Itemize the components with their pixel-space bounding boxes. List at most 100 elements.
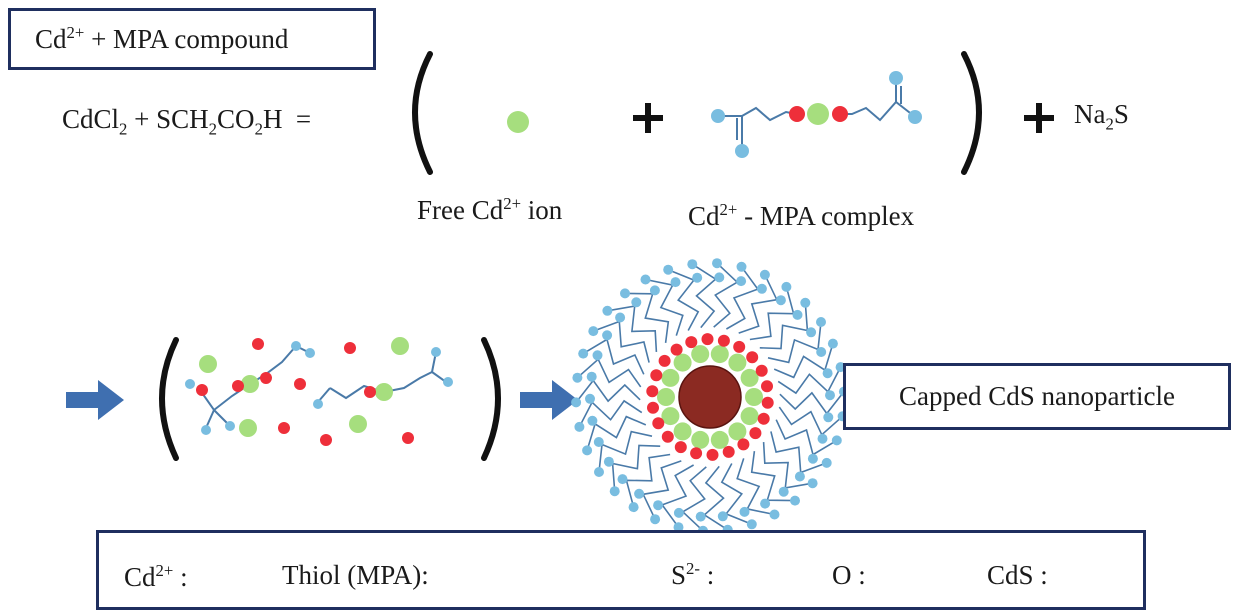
ligand-o: [673, 522, 684, 533]
mix-s-7: [364, 386, 376, 398]
plus-sign-2: [1024, 103, 1054, 133]
ligand-chain: [750, 450, 796, 502]
ligand-o: [592, 350, 603, 361]
ligand-o: [823, 412, 834, 423]
mix-cd-6: [349, 415, 367, 433]
title-box: Cd2+ + MPA compound: [8, 8, 376, 70]
ligand-o: [653, 500, 664, 511]
ligand-o: [807, 453, 818, 464]
ligand-chain: [749, 286, 795, 341]
ligand-o: [794, 471, 805, 482]
ligand-o: [714, 272, 725, 283]
ligand-o: [640, 274, 651, 285]
shell-cd: [691, 345, 710, 364]
ligand-o: [602, 305, 613, 316]
mix-cd-4: [375, 383, 393, 401]
mix-o-3: [185, 379, 195, 389]
shell-s: [737, 438, 750, 451]
cd-mpa-complex: [720, 78, 915, 150]
complex-o-4: [908, 110, 922, 124]
complex-o-3: [889, 71, 903, 85]
ligand-chain: [720, 463, 753, 526]
shell-s: [755, 364, 768, 377]
ligand-o: [582, 445, 593, 456]
bracket-right-top: [961, 51, 982, 175]
ligand-o: [769, 509, 780, 520]
ligand-o: [736, 261, 747, 272]
ligand-o: [687, 259, 698, 270]
ligand-o: [663, 264, 674, 275]
ligand-chain: [767, 321, 822, 364]
shell-s: [661, 430, 674, 443]
complex-o-2: [735, 144, 749, 158]
ligand-chain: [726, 266, 760, 330]
legend-cds-label: CdS :: [987, 560, 1048, 590]
ligand-o: [615, 312, 626, 323]
ligand-o: [588, 326, 599, 337]
ligand-o: [792, 309, 803, 320]
ligand-o: [778, 486, 789, 497]
ligand-chain: [775, 419, 838, 456]
shell-s: [722, 445, 735, 458]
ligand-chain: [578, 399, 643, 428]
shell-cd: [740, 368, 759, 387]
shell-s: [757, 412, 770, 425]
product-box: Capped CdS nanoparticle: [843, 363, 1231, 430]
shell-s: [650, 369, 663, 382]
ligand-chain: [738, 274, 778, 334]
mix-cd-1: [199, 355, 217, 373]
ligand-chain: [759, 302, 809, 350]
bracket-left-bottom: [159, 337, 179, 461]
shell-s: [761, 396, 774, 409]
ligand-chain: [713, 262, 739, 328]
mix-o-1: [291, 341, 301, 351]
mix-o-4: [201, 425, 211, 435]
ligand-o: [807, 478, 818, 489]
shell-s: [706, 448, 719, 461]
mix-s-2: [344, 342, 356, 354]
mix-s-4: [232, 380, 244, 392]
ligand-o: [790, 495, 800, 506]
ligand-o: [594, 467, 604, 477]
ligand-o: [578, 348, 589, 359]
complex-cd: [807, 103, 829, 125]
shell-cd: [740, 407, 759, 426]
ligand-o: [593, 437, 604, 447]
shell-cd: [657, 388, 675, 406]
ligand-chain: [593, 320, 650, 363]
mix-cd-5: [239, 419, 257, 437]
complex-s-2: [832, 106, 848, 122]
mix-o-7: [431, 347, 441, 357]
shell-s: [647, 401, 659, 414]
shell-cd: [728, 422, 747, 441]
mix-s-9: [320, 434, 332, 446]
free-cd-ion: [507, 111, 529, 133]
mix-s-6: [294, 378, 306, 390]
ligand-o: [746, 519, 757, 530]
shell-cd: [691, 430, 710, 449]
caption-complex: Cd2+ - MPA complex: [688, 200, 915, 231]
mix-o-8: [443, 377, 453, 387]
shell-cd: [661, 407, 680, 426]
ligand-chain: [624, 292, 670, 344]
ligand-chain: [762, 442, 813, 489]
shell-s: [717, 334, 730, 347]
ligand-chain: [607, 305, 658, 352]
ligand-o: [759, 269, 770, 280]
plus-sign-1: [633, 103, 663, 133]
mix-s-1: [252, 338, 264, 350]
ligand-chain: [645, 278, 684, 336]
legend-thiol-label: Thiol (MPA):: [282, 560, 429, 590]
shell-s: [646, 385, 659, 398]
ligand-o: [800, 297, 811, 308]
shell-cd: [710, 430, 729, 449]
legend-s-label: S2- :: [671, 559, 715, 590]
ligand-chain: [777, 366, 842, 395]
shell-cd: [745, 388, 763, 406]
shell-cd: [673, 353, 692, 372]
equation-lhs: CdCl2 + SCH2CO2H =: [62, 104, 312, 139]
ligand-chain: [611, 444, 661, 492]
ligand-o: [816, 317, 826, 327]
mix-cd-2: [241, 375, 259, 393]
